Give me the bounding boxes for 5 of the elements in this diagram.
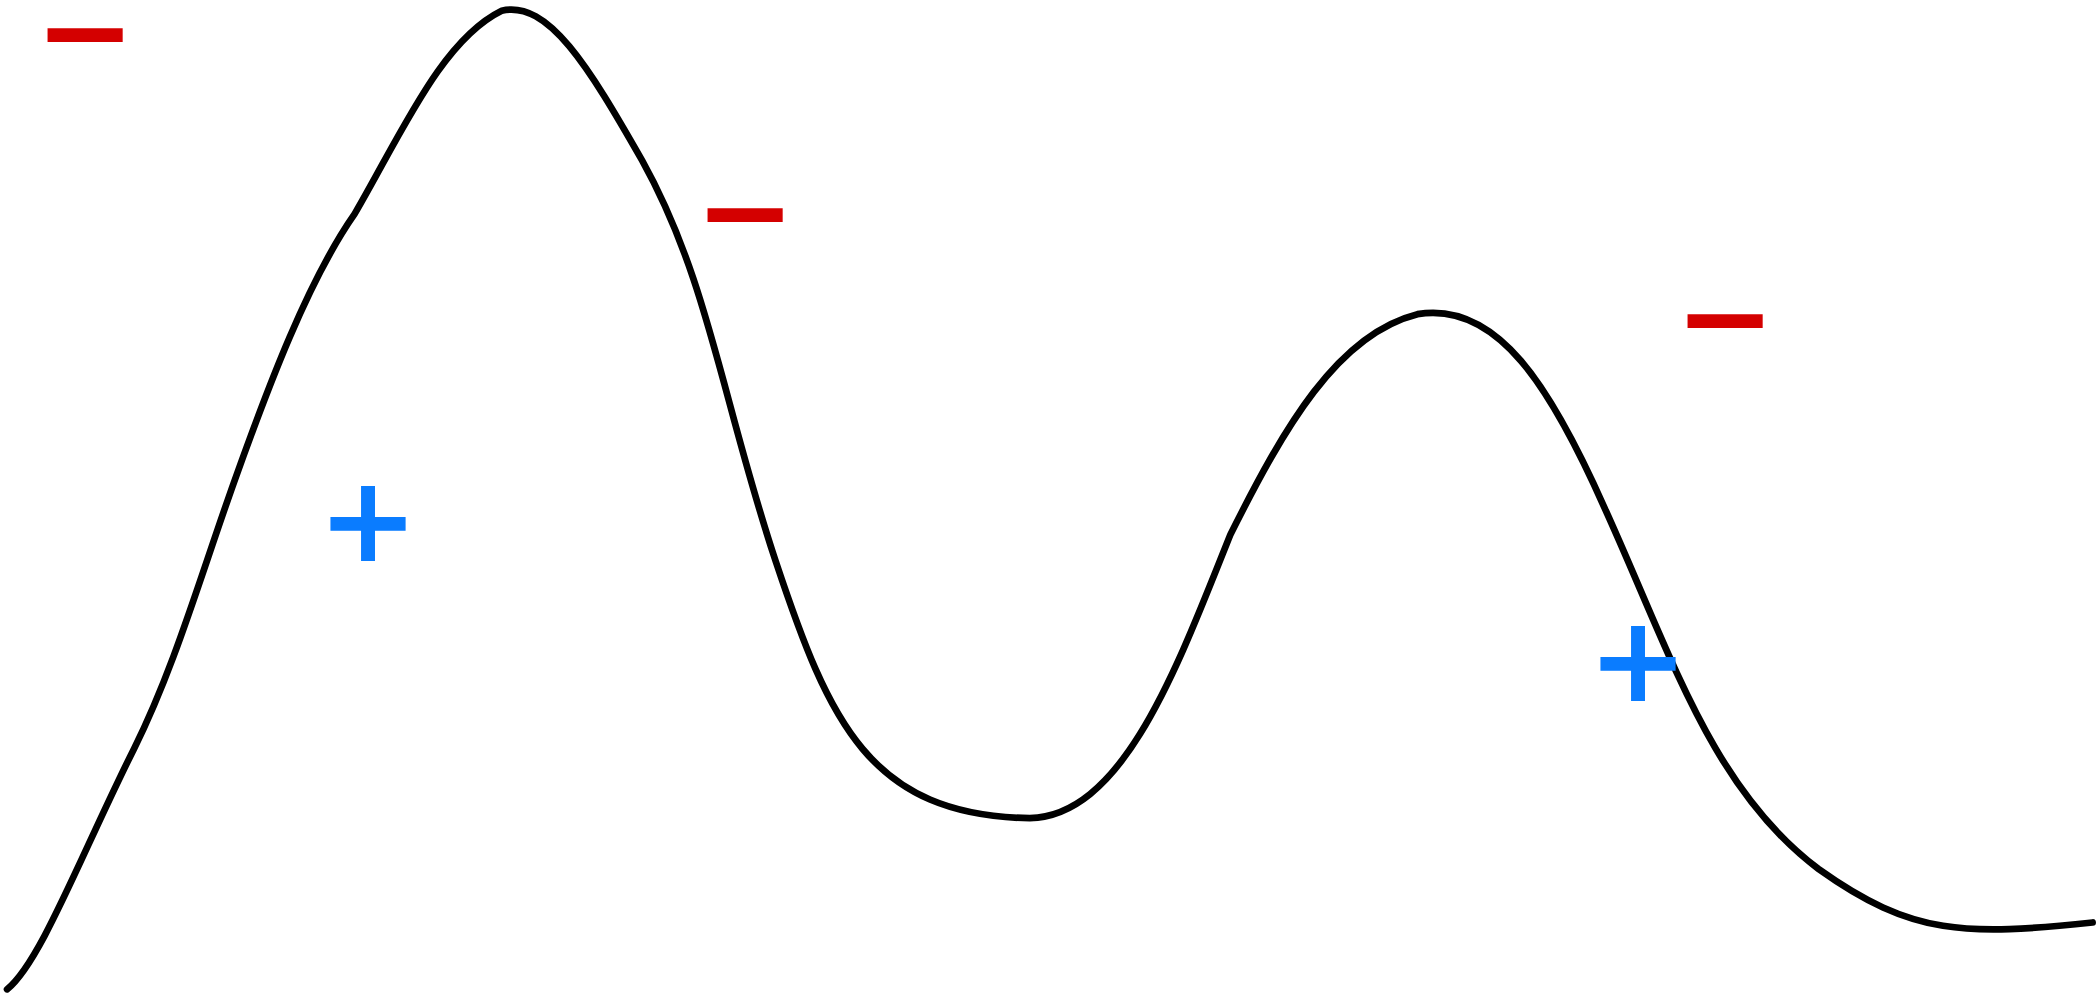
minus-sign: − bbox=[694, 152, 796, 272]
minus-sign: − bbox=[1674, 258, 1776, 378]
plus-sign: + bbox=[317, 460, 419, 580]
plus-sign: + bbox=[1587, 600, 1689, 720]
minus-sign: − bbox=[34, 0, 136, 92]
